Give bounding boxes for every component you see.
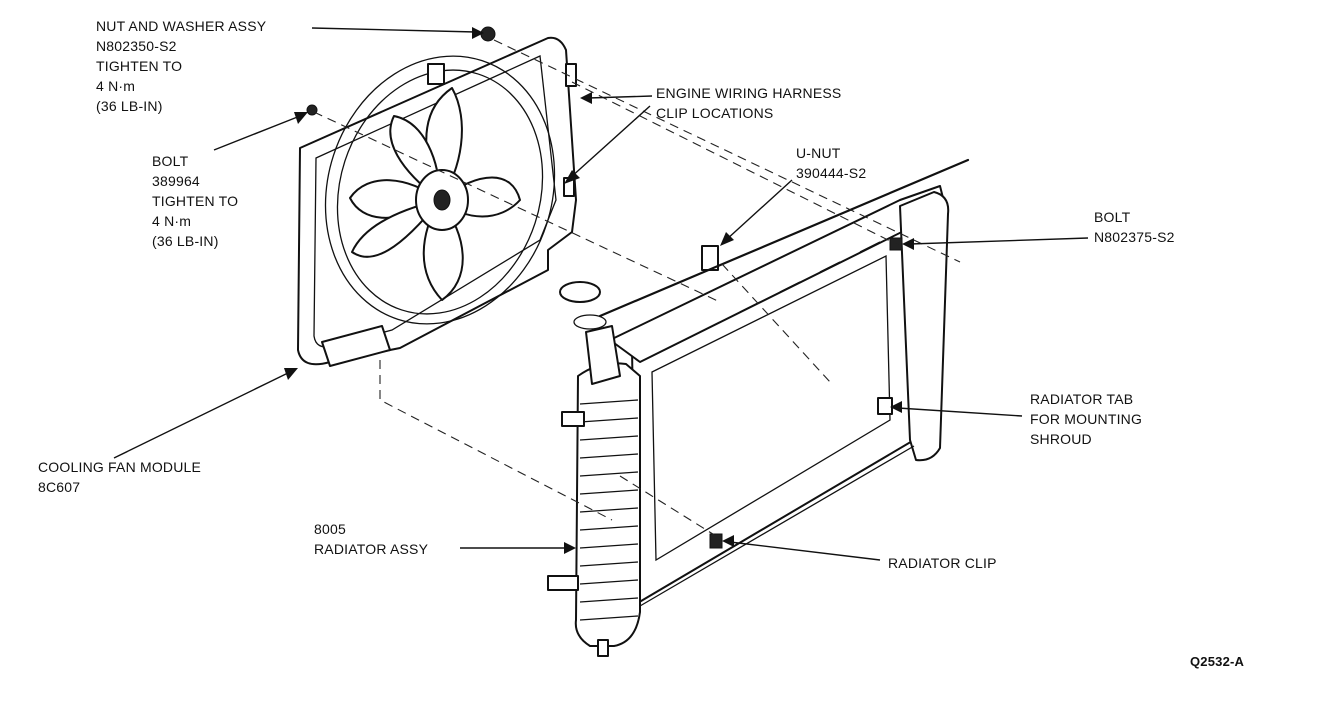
label-radiator-assy: 8005 RADIATOR ASSY — [314, 521, 429, 557]
radiator-outlet-nozzle — [547, 575, 579, 591]
bolt-right-line-1: BOLT — [1094, 209, 1131, 225]
nut-washer-line-1: NUT AND WASHER ASSY — [96, 18, 267, 34]
label-harness-clips: ENGINE WIRING HARNESS CLIP LOCATIONS — [656, 85, 841, 121]
fan-motor-center — [433, 189, 451, 211]
radiator-cap — [559, 281, 601, 303]
fan-module-line-1: COOLING FAN MODULE — [38, 459, 201, 475]
fan-shroud-opening — [324, 55, 556, 325]
radiator-assy-line-2: RADIATOR ASSY — [314, 541, 429, 557]
nut-washer-line-4: 4 N·m — [96, 78, 135, 94]
cooling-fan-module — [297, 36, 577, 367]
radiator-assembly — [547, 158, 970, 657]
harness-clips-line-2: CLIP LOCATIONS — [656, 105, 773, 121]
shroud-top-tab — [427, 63, 445, 85]
radiator-rail-slots — [659, 241, 881, 353]
nut-washer-line-5: (36 LB-IN) — [96, 98, 163, 114]
fan-module-line-2: 8C607 — [38, 479, 80, 495]
bolt-left-line-1: BOLT — [152, 153, 189, 169]
radiator-core-inner — [651, 254, 891, 562]
radiator-clip-part — [709, 533, 723, 549]
bolt-left-line-4: 4 N·m — [152, 213, 191, 229]
label-fan-module: COOLING FAN MODULE 8C607 — [38, 459, 201, 495]
nut-washer-part — [480, 26, 496, 42]
bolt-left-line-2: 389964 — [152, 173, 200, 189]
harness-clip-upper — [565, 63, 577, 87]
radiator-tab-line-2: FOR MOUNTING — [1030, 411, 1142, 427]
u-nut-line-2: 390444-S2 — [796, 165, 866, 181]
harness-clips-line-1: ENGINE WIRING HARNESS — [656, 85, 841, 101]
bolt-left-line-3: TIGHTEN TO — [152, 193, 238, 209]
label-nut-washer: NUT AND WASHER ASSY N802350-S2 TIGHTEN T… — [96, 18, 267, 114]
label-bolt-left: BOLT 389964 TIGHTEN TO 4 N·m (36 LB-IN) — [152, 153, 238, 249]
radiator-clip-line-1: RADIATOR CLIP — [888, 555, 997, 571]
label-radiator-tab: RADIATOR TAB FOR MOUNTING SHROUD — [1030, 391, 1142, 447]
figure-code: Q2532-A — [1190, 654, 1245, 669]
radiator-bottom-pin — [597, 639, 609, 657]
leader-lines — [113, 27, 1089, 561]
radiator-tab-line-1: RADIATOR TAB — [1030, 391, 1133, 407]
label-u-nut: U-NUT 390444-S2 — [796, 145, 866, 181]
label-radiator-clip: RADIATOR CLIP — [888, 555, 997, 571]
radiator-mounting-tab — [877, 397, 893, 415]
radiator-left-tank — [574, 362, 641, 647]
radiator-assy-line-1: 8005 — [314, 521, 346, 537]
radiator-inlet-nozzle — [561, 411, 585, 427]
nut-washer-line-3: TIGHTEN TO — [96, 58, 182, 74]
bolt-left-line-5: (36 LB-IN) — [152, 233, 219, 249]
radiator-right-tank — [899, 191, 950, 462]
shroud-bottom-tab — [321, 325, 391, 367]
fan-shroud-opening-rim — [336, 69, 544, 315]
left-bolt-part — [306, 104, 318, 116]
radiator-tab-line-3: SHROUD — [1030, 431, 1092, 447]
bolt-right-line-2: N802375-S2 — [1094, 229, 1175, 245]
radiator-top-bracket — [598, 158, 970, 318]
alignment-lines — [313, 39, 961, 537]
radiator-bottom-edge — [639, 445, 915, 607]
radiator-tank-ribs — [579, 399, 639, 621]
u-nut-line-1: U-NUT — [796, 145, 841, 161]
radiator-cap-seal — [573, 314, 607, 330]
radiator-filler-neck — [585, 325, 621, 385]
label-bolt-right: BOLT N802375-S2 — [1094, 209, 1175, 245]
nut-washer-line-2: N802350-S2 — [96, 38, 177, 54]
